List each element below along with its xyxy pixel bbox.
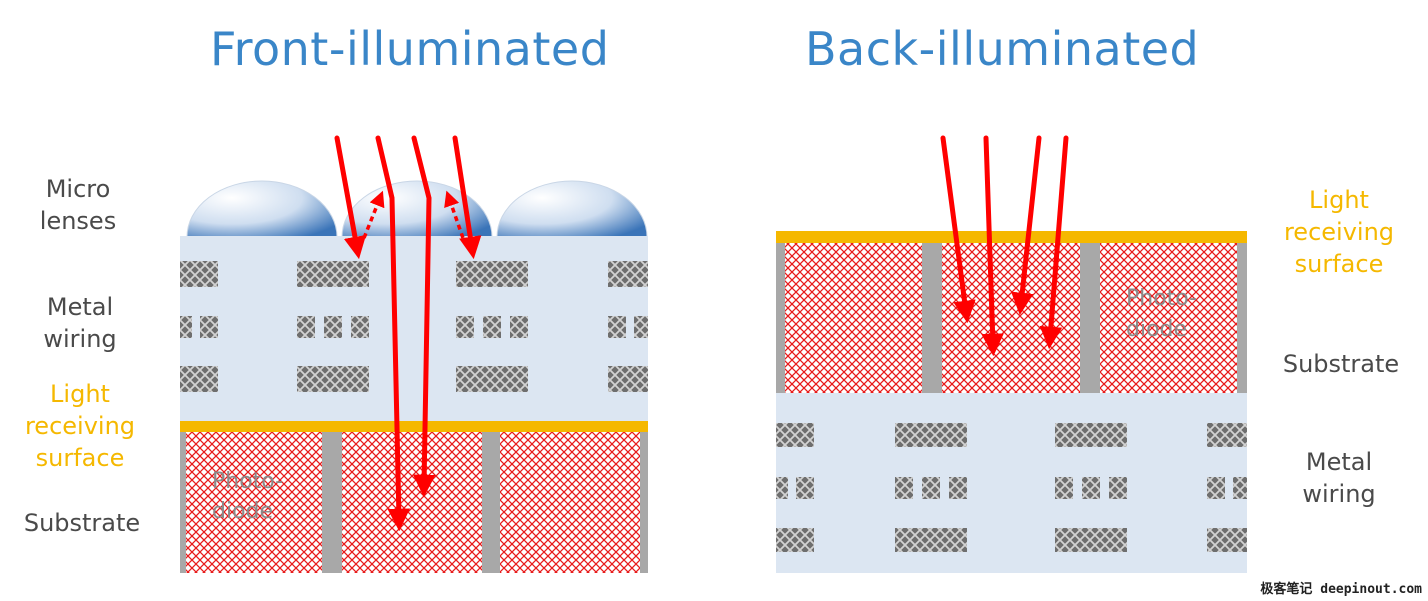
- wire-block: [634, 316, 648, 338]
- front-light-rays: [334, 135, 482, 532]
- wire-block: [180, 366, 218, 392]
- wire-block: [297, 261, 369, 287]
- wire-block: [456, 316, 474, 338]
- front-micro-lenses: [186, 180, 648, 238]
- wire-block: [483, 316, 501, 338]
- light-ray: [981, 135, 1004, 357]
- wire-block: [796, 477, 814, 499]
- front-substrate: [180, 432, 648, 573]
- wire-block: [456, 366, 528, 392]
- photodiode-cell: [500, 432, 640, 573]
- back-wiring-layer: [776, 393, 1247, 573]
- back-metal-wiring: [776, 423, 1247, 552]
- reflected-ray: [362, 190, 385, 239]
- front-light-receiving-surface: [180, 421, 648, 432]
- wire-block: [949, 477, 967, 499]
- wire-block: [776, 477, 788, 499]
- front-photodiode-label-line2: diode: [212, 499, 273, 524]
- wire-block: [608, 366, 648, 392]
- wire-block: [608, 261, 648, 287]
- micro-lens-3: [496, 180, 648, 238]
- photodiode-cell: [785, 243, 922, 393]
- wire-block: [1233, 477, 1247, 499]
- photodiode-cell: [342, 432, 482, 573]
- wire-block: [776, 423, 814, 447]
- wire-block: [608, 316, 626, 338]
- wire-block: [895, 477, 913, 499]
- wire-block: [1207, 528, 1247, 552]
- front-micro-lenses-label: Micro lenses: [39, 175, 117, 235]
- wire-block: [1082, 477, 1100, 499]
- wire-block: [1055, 477, 1073, 499]
- light-ray: [940, 135, 976, 324]
- back-substrate-label: Substrate: [1282, 350, 1400, 378]
- wire-block: [1207, 423, 1247, 447]
- wire-block: [1109, 477, 1127, 499]
- wire-block: [510, 316, 528, 338]
- back-metal-wiring-label: Metal wiring: [1302, 448, 1376, 508]
- wire-block: [1055, 423, 1127, 447]
- photodiode-cell: [186, 432, 322, 573]
- wire-block: [180, 316, 192, 338]
- wire-block: [895, 423, 967, 447]
- wire-block: [324, 316, 342, 338]
- front-illuminated-title: Front-illuminated: [210, 22, 610, 76]
- back-light-receiving-surface: [776, 231, 1247, 243]
- wire-block: [180, 261, 218, 287]
- front-metal-wiring-label: Metal wiring: [43, 293, 117, 353]
- wire-block: [200, 316, 218, 338]
- wire-block: [776, 528, 814, 552]
- wire-block: [922, 477, 940, 499]
- front-light-receiving-surface-label: Light receiving surface: [24, 380, 136, 472]
- front-metal-wiring: [180, 261, 648, 392]
- micro-lens-1: [186, 180, 338, 238]
- light-ray: [1011, 135, 1042, 316]
- wire-block: [456, 261, 528, 287]
- back-substrate: [776, 243, 1247, 393]
- front-reflected-rays: [362, 190, 465, 239]
- front-substrate-label: Substrate: [23, 509, 141, 537]
- front-wiring-layer: [180, 236, 648, 424]
- wire-block: [297, 366, 369, 392]
- light-ray: [1039, 135, 1069, 350]
- back-photodiode-label-line2: diode: [1126, 317, 1187, 342]
- wire-block: [297, 316, 315, 338]
- wire-block: [351, 316, 369, 338]
- back-light-rays: [940, 135, 1069, 357]
- light-ray: [411, 135, 436, 498]
- back-light-receiving-surface-label: Light receiving surface: [1283, 186, 1395, 278]
- back-illuminated-title: Back-illuminated: [805, 22, 1200, 76]
- light-ray: [375, 135, 411, 532]
- back-photodiode-label-line1: Photo-: [1126, 286, 1197, 311]
- front-photodiode-label-line1: Photo-: [212, 469, 283, 494]
- wire-block: [895, 528, 967, 552]
- reflected-ray: [444, 190, 465, 239]
- wire-block: [1207, 477, 1225, 499]
- light-ray: [334, 135, 367, 260]
- photodiode-cell: [942, 243, 1080, 393]
- watermark: 极客笔记 deepinout.com: [1260, 582, 1422, 597]
- light-ray: [452, 135, 482, 260]
- photodiode-cell: [1100, 243, 1237, 393]
- wire-block: [1055, 528, 1127, 552]
